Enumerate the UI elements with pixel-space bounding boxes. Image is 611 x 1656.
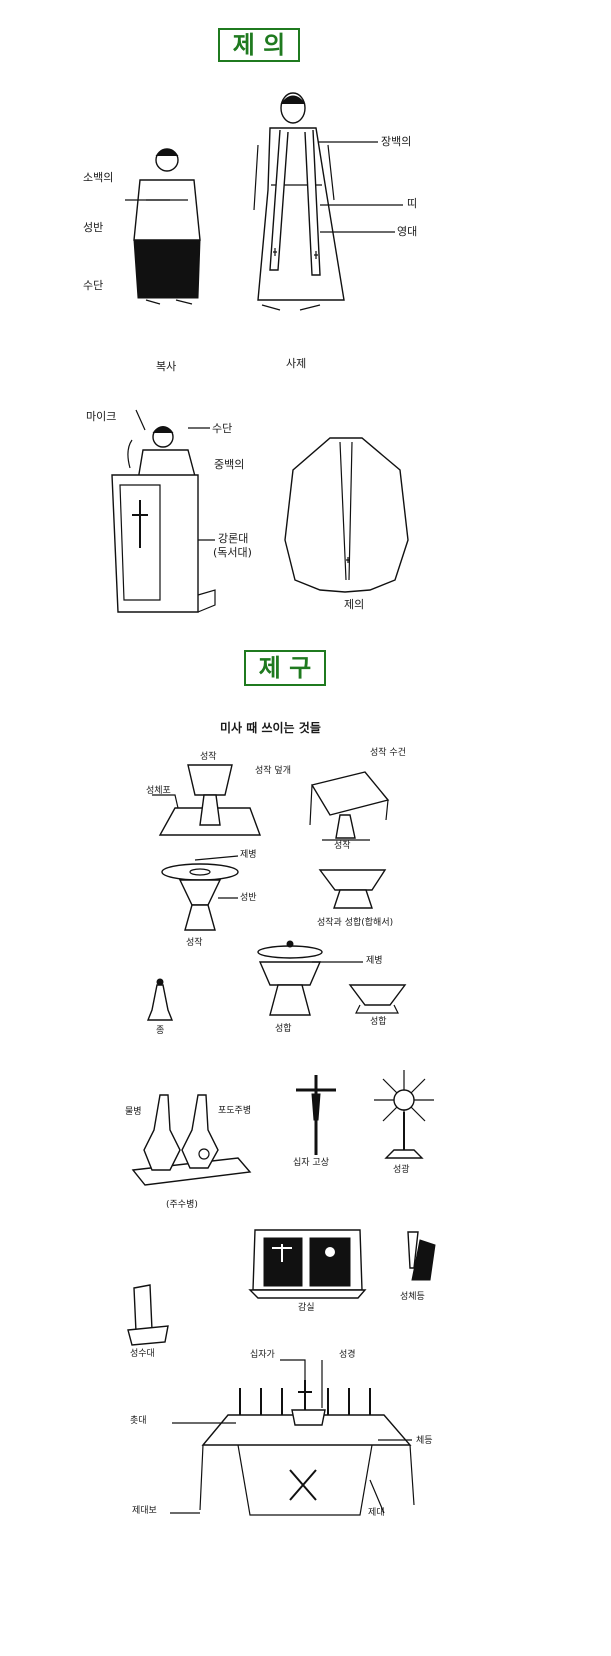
label-host-2: 제병	[366, 956, 383, 966]
caption-priest: 사제	[286, 357, 307, 370]
label-water-cruet: 물병	[125, 1107, 142, 1117]
altar-illustration	[170, 1359, 415, 1516]
label-candlestick: 촛대	[130, 1416, 147, 1426]
label-host: 제병	[240, 850, 257, 860]
label-cross: 십자가	[250, 1350, 275, 1360]
label-monstrance: 성광	[393, 1165, 410, 1175]
holy-water-font-illustration	[127, 1284, 169, 1346]
label-paten: 성반	[240, 893, 257, 903]
label-yeongdae: 영대	[397, 225, 418, 238]
crucifix-illustration	[296, 1075, 336, 1155]
label-ciborium-2: 성합	[370, 1017, 387, 1027]
label-altar: 제대	[368, 1508, 385, 1518]
label-chalice-ciborium: 성작과 성합(합해서)	[317, 918, 394, 928]
sanctuary-lamp-illustration	[407, 1231, 436, 1281]
label-mic: 마이크	[86, 410, 117, 423]
vessels-subtitle: 미사 때 쓰이는 것들	[220, 721, 321, 735]
section-title-vessels-text: 제 구	[258, 654, 312, 682]
label-bible: 성경	[339, 1350, 356, 1360]
label-sanctuary-lamp: 성체등	[400, 1292, 425, 1302]
chalice-corporal-illustration	[152, 764, 262, 836]
section-title-vestments-text: 제 의	[232, 31, 286, 59]
label-cruets: (주수병)	[166, 1200, 198, 1210]
label-corporal: 성체포	[146, 786, 171, 796]
label-candle: 체등	[416, 1436, 433, 1446]
chalice-ciborium-illustration	[318, 869, 387, 909]
lectern-illustration	[111, 409, 216, 613]
tabernacle-illustration	[248, 1229, 367, 1299]
bell-illustration	[146, 978, 174, 1021]
label-sobaegui: 소백의	[83, 171, 114, 184]
chalice-paten-illustration	[161, 855, 239, 931]
cruets-illustration	[131, 1094, 252, 1186]
priest-illustration	[253, 92, 403, 311]
label-altar-cloth: 제대보	[132, 1506, 157, 1516]
label-chalice: 성작	[200, 752, 217, 762]
label-tti: 띠	[407, 197, 418, 210]
section-title-vestments: 제 의	[218, 28, 300, 62]
section-title-vessels: 제 구	[244, 650, 326, 686]
caption-altar-server: 복사	[156, 360, 177, 373]
label-chalice-2: 성작	[334, 841, 351, 851]
label-seongban: 성반	[83, 221, 104, 234]
caption-chasuble: 제의	[344, 598, 365, 611]
label-crucifix: 십자 고상	[293, 1158, 329, 1168]
label-lectern: 강론대	[218, 532, 249, 545]
label-sudan-2: 수단	[212, 422, 233, 435]
label-chalice-3: 성작	[186, 938, 203, 948]
label-jangbaegui: 장백의	[381, 135, 412, 148]
label-tabernacle: 감실	[298, 1303, 315, 1313]
label-sudan: 수단	[83, 279, 104, 292]
label-jungbaegui: 중백의	[214, 458, 245, 471]
chalice-veil-illustration	[309, 771, 390, 841]
label-purificator: 성작 수건	[370, 748, 406, 758]
label-bell: 종	[156, 1026, 165, 1036]
label-wine-cruet: 포도주병	[218, 1106, 252, 1116]
label-lectern-sub: (독서대)	[213, 546, 252, 559]
altar-server-illustration	[125, 148, 201, 305]
ciborium-illustration	[257, 940, 407, 1016]
label-chalice-veil: 성작 덮개	[255, 766, 291, 776]
chasuble-illustration	[284, 437, 409, 593]
label-holy-water-font: 성수대	[130, 1349, 155, 1359]
monstrance-illustration	[374, 1070, 434, 1159]
label-ciborium: 성합	[275, 1024, 292, 1034]
